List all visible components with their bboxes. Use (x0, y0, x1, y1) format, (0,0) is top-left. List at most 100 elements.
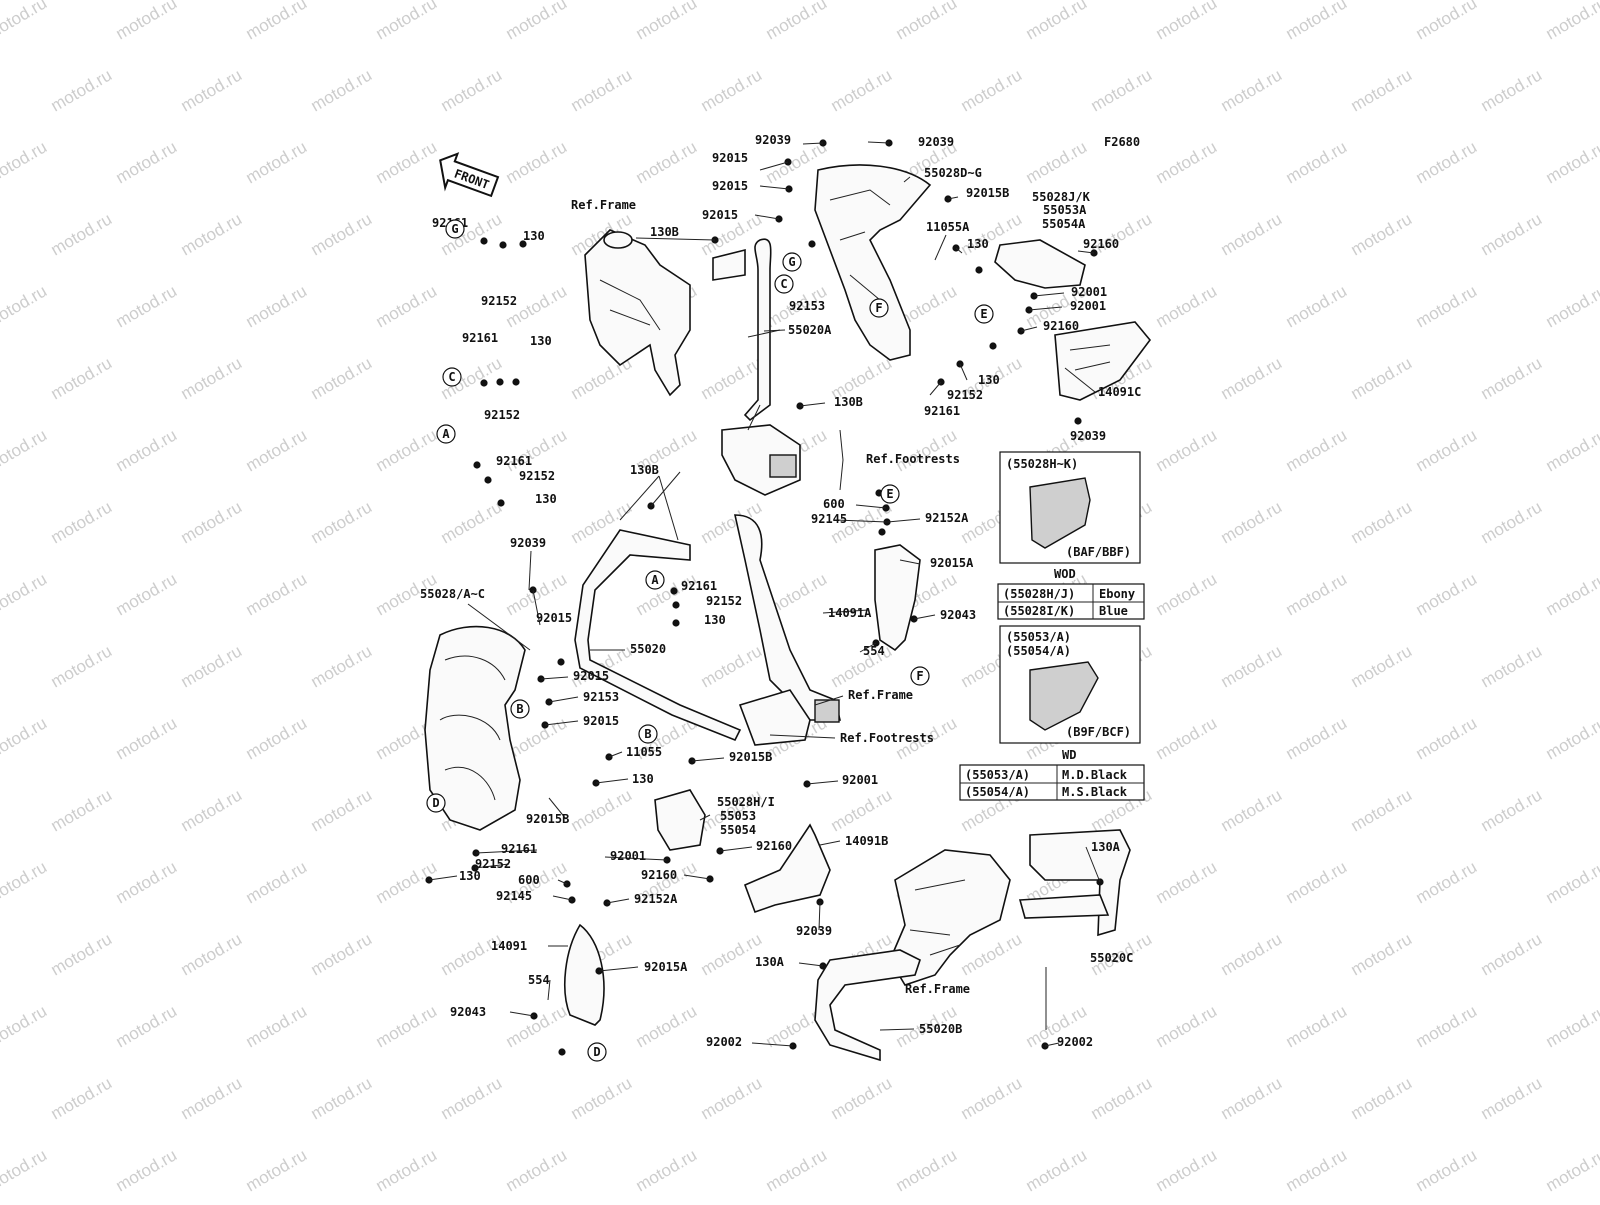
watermark-text: motod.ru (308, 65, 376, 115)
fastener-dot (496, 378, 503, 385)
leader-line (799, 963, 823, 966)
watermark-text: motod.ru (828, 1073, 896, 1123)
watermark-text: motod.ru (568, 785, 636, 835)
leader-line (960, 364, 967, 380)
part-label: 92152 (519, 469, 555, 483)
callout-letter: A (651, 573, 659, 587)
leader-line (599, 967, 638, 971)
watermark-text: motod.ru (1283, 425, 1351, 475)
watermark-text: motod.ru (1153, 137, 1221, 187)
part-label: 55028/A~C (420, 587, 485, 601)
watermark-text: motod.ru (633, 1001, 701, 1051)
leader-line (651, 472, 680, 506)
fastener-dot (1074, 417, 1081, 424)
watermark-text: motod.ru (308, 209, 376, 259)
watermark-text: motod.ru (373, 0, 441, 43)
watermark-text: motod.ru (113, 569, 181, 619)
watermark-text: motod.ru (1283, 281, 1351, 331)
watermark-text: motod.ru (1413, 425, 1481, 475)
watermark-text: motod.ru (178, 209, 246, 259)
watermark-text: motod.ru (1218, 1073, 1286, 1123)
leader-line (529, 551, 531, 590)
watermark-text: motod.ru (113, 1001, 181, 1051)
legend-wod-row1-part: (55028H/J) (1003, 587, 1075, 601)
watermark-text: motod.ru (308, 641, 376, 691)
part-label: 92043 (940, 608, 976, 622)
watermark-text: motod.ru (763, 0, 831, 43)
watermark-text: motod.ru (1543, 137, 1600, 187)
watermark-text: motod.ru (438, 929, 506, 979)
watermark-text: motod.ru (0, 569, 50, 619)
watermark-text: motod.ru (633, 0, 701, 43)
part-label: 92152 (484, 408, 520, 422)
legend-wd-row2-part: (55054/A) (965, 785, 1030, 799)
part-label: 130A (1091, 840, 1121, 854)
part-label: 92015 (702, 208, 738, 222)
part-label: 92152 (706, 594, 742, 608)
part-label: 92001 (610, 849, 646, 863)
part-label: 92160 (756, 839, 792, 853)
watermark-text: motod.ru (1348, 641, 1416, 691)
watermark-text: motod.ru (48, 65, 116, 115)
legend-wd-row1-color: M.D.Black (1062, 768, 1128, 782)
watermark-text: motod.ru (828, 641, 896, 691)
watermark-text: motod.ru (1543, 1145, 1600, 1195)
part-label: 130B (834, 395, 863, 409)
watermark-text: motod.ru (1088, 65, 1156, 115)
leader-line (807, 781, 838, 784)
fastener-dot (558, 1048, 565, 1055)
watermark-text: motod.ru (48, 209, 116, 259)
legend-wod-row1-color: Ebony (1099, 587, 1135, 601)
part-label: 55020A (788, 323, 832, 337)
watermark-text: motod.ru (1478, 209, 1546, 259)
leader-line (840, 430, 843, 460)
watermark-text: motod.ru (308, 1073, 376, 1123)
watermark-text: motod.ru (178, 641, 246, 691)
callout-letter: G (788, 255, 795, 269)
part-label: 92160 (641, 868, 677, 882)
figure-code: F2680 (1104, 135, 1140, 149)
fastener-dot (672, 619, 679, 626)
fastener-dot (808, 240, 815, 247)
part-label: 130 (523, 229, 545, 243)
leader-line (549, 697, 578, 702)
part-label: 55053 (720, 809, 756, 823)
legend-wod-heading: WOD (1054, 567, 1076, 581)
watermark-text: motod.ru (1413, 857, 1481, 907)
watermark-text: motod.ru (828, 785, 896, 835)
part-label: 92039 (510, 536, 546, 550)
watermark-text: motod.ru (113, 713, 181, 763)
legend-wd-row1-part: (55053/A) (965, 768, 1030, 782)
legend-wod-code: (BAF/BBF) (1066, 545, 1131, 559)
watermark-text: motod.ru (1413, 281, 1481, 331)
part-label: 92001 (842, 773, 878, 787)
fastener-dot (670, 587, 677, 594)
watermark-text: motod.ru (1348, 785, 1416, 835)
watermark-text: motod.ru (438, 65, 506, 115)
part-label: 130 (535, 492, 557, 506)
legend-wod-row2-color: Blue (1099, 604, 1128, 618)
watermark-text: motod.ru (113, 1145, 181, 1195)
legend-wod-title: (55028H~K) (1006, 457, 1078, 471)
watermark-text: motod.ru (1023, 137, 1091, 187)
watermark-text: motod.ru (698, 353, 766, 403)
part-label: 55020 (630, 642, 666, 656)
watermark-text: motod.ru (1153, 1145, 1221, 1195)
watermark-text: motod.ru (1218, 497, 1286, 547)
watermark-text: motod.ru (1413, 569, 1481, 619)
watermark-text: motod.ru (1348, 353, 1416, 403)
watermark-text: motod.ru (1218, 209, 1286, 259)
watermark-text: motod.ru (1543, 713, 1600, 763)
watermark-text: motod.ru (438, 497, 506, 547)
part-label: 130B (650, 225, 679, 239)
part-label: 92161 (462, 331, 498, 345)
watermark-text: motod.ru (243, 0, 311, 43)
watermark-text: motod.ru (48, 497, 116, 547)
watermark-text: motod.ru (48, 641, 116, 691)
fastener-dot (672, 601, 679, 608)
watermark-text: motod.ru (0, 857, 50, 907)
watermark-text: motod.ru (1283, 137, 1351, 187)
part-label: 92152 (947, 388, 983, 402)
